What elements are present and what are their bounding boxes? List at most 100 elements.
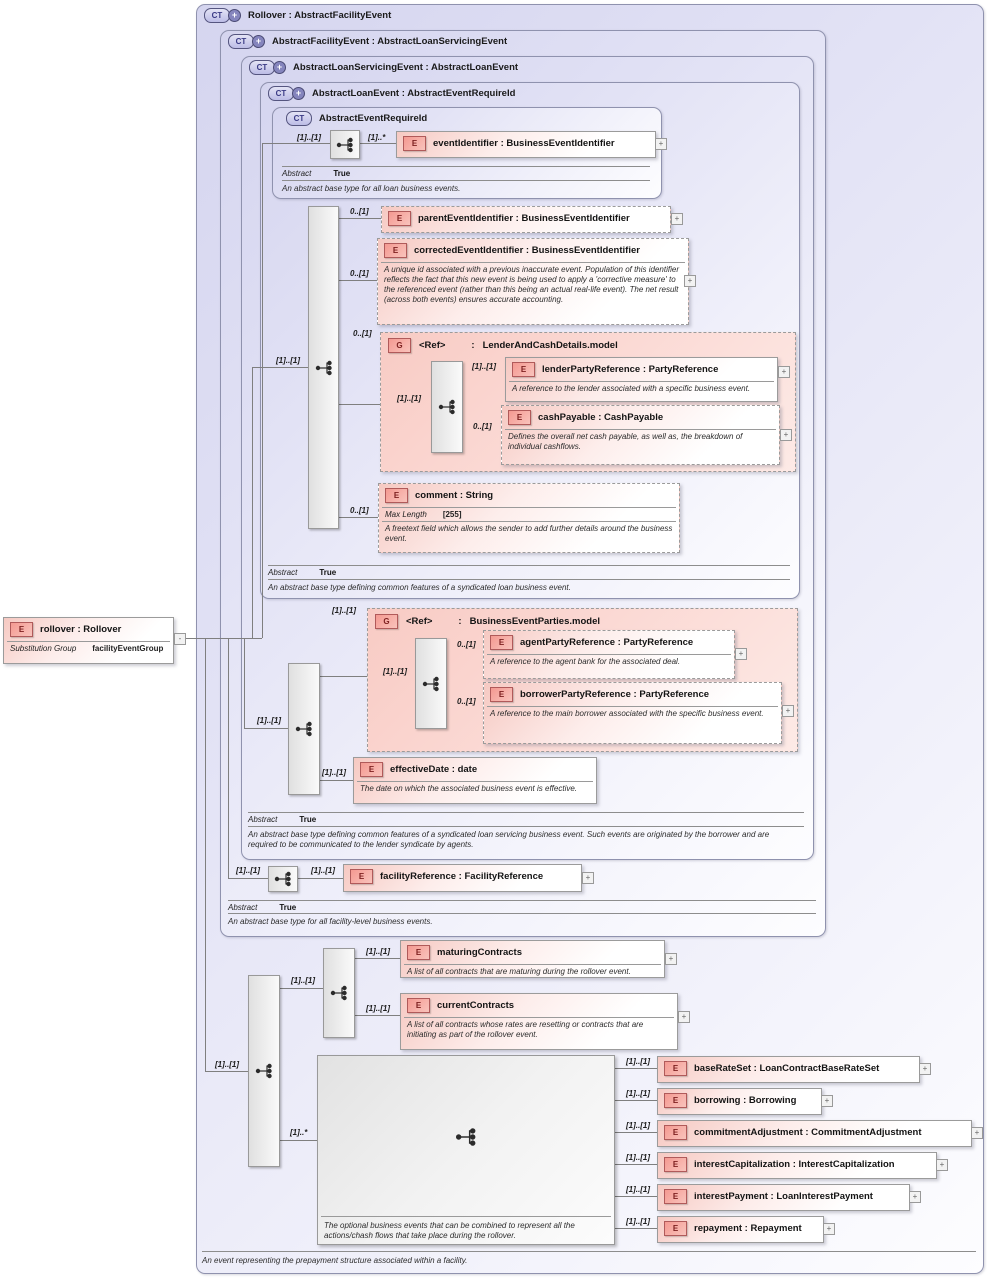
expand-toggle[interactable]: + [582, 872, 594, 884]
divider [282, 166, 650, 167]
sequence-connector[interactable] [431, 361, 463, 453]
element-icon: E [385, 488, 408, 503]
expand-toggle[interactable]: + [909, 1191, 921, 1203]
header-abstract-facility-event[interactable]: CT+ AbstractFacilityEvent : AbstractLoan… [228, 34, 507, 49]
sequence-connector[interactable] [415, 638, 447, 729]
choice-connector[interactable]: The optional business events that can be… [317, 1055, 615, 1245]
expand-toggle[interactable]: + [821, 1095, 833, 1107]
element-description: A list of all contracts whose rates are … [407, 1020, 644, 1039]
connector-line [184, 638, 262, 639]
sequence-connector[interactable] [330, 130, 360, 159]
expand-toggle[interactable]: + [971, 1127, 983, 1139]
container-title: Rollover : AbstractFacilityEvent [248, 10, 392, 21]
element-comment[interactable]: E comment : String Max Length [255] A fr… [378, 483, 680, 553]
sequence-icon [295, 721, 312, 737]
connector-line [318, 780, 353, 781]
complex-type-icon[interactable]: CT [228, 34, 254, 49]
element-parentEventIdentifier[interactable]: E parentEventIdentifier : BusinessEventI… [381, 206, 671, 233]
element-correctedEventIdentifier[interactable]: E correctedEventIdentifier : BusinessEve… [377, 238, 689, 325]
expand-toggle[interactable]: + [735, 648, 747, 660]
cardinality-label: 0..[1] [350, 269, 369, 278]
element-eventIdentifier[interactable]: E eventIdentifier : BusinessEventIdentif… [396, 131, 656, 158]
expand-toggle[interactable]: + [678, 1011, 690, 1023]
element-description: The date on which the associated busines… [360, 784, 578, 793]
group-ref-label: <Ref> [406, 616, 433, 627]
expand-toggle[interactable]: + [684, 275, 696, 287]
expand-toggle[interactable]: + [655, 138, 667, 150]
expand-glyph: + [785, 706, 791, 715]
collapse-toggle[interactable]: - [174, 633, 186, 645]
expand-toggle[interactable]: + [823, 1223, 835, 1235]
sequence-icon [255, 1063, 272, 1079]
sequence-connector[interactable] [308, 206, 339, 529]
element-icon: E [490, 687, 513, 702]
derived-plus-icon: + [292, 87, 305, 100]
sequence-connector[interactable] [248, 975, 280, 1167]
complex-type-icon[interactable]: CT [286, 111, 312, 126]
connector-line [262, 143, 330, 144]
divider [228, 900, 816, 901]
sequence-connector[interactable] [323, 948, 355, 1038]
header-abstract-event-require-id[interactable]: CT AbstractEventRequireId [286, 111, 427, 126]
element-borrowing[interactable]: E borrowing : Borrowing [657, 1088, 822, 1115]
expand-toggle[interactable]: + [936, 1159, 948, 1171]
element-cashPayable[interactable]: E cashPayable : CashPayable Defines the … [501, 405, 780, 465]
element-interestPayment[interactable]: E interestPayment : LoanInterestPayment [657, 1184, 910, 1211]
sequence-icon [315, 360, 332, 375]
expand-toggle[interactable]: + [919, 1063, 931, 1075]
connector-line [252, 367, 308, 368]
element-interestCapitalization[interactable]: E interestCapitalization : InterestCapit… [657, 1152, 937, 1179]
element-lenderPartyReference[interactable]: E lenderPartyReference : PartyReference … [505, 357, 778, 402]
element-repayment[interactable]: E repayment : Repayment [657, 1216, 824, 1243]
expand-toggle[interactable]: + [778, 366, 790, 378]
expand-toggle[interactable]: + [782, 705, 794, 717]
complex-type-icon[interactable]: CT [204, 8, 230, 23]
element-icon: E [664, 1125, 687, 1140]
cardinality-label: [1]..[1] [472, 362, 496, 371]
connector-line [244, 728, 288, 729]
element-baseRateSet[interactable]: E baseRateSet : LoanContractBaseRateSet [657, 1056, 920, 1083]
header-abstract-loan-event[interactable]: CT+ AbstractLoanEvent : AbstractEventReq… [268, 86, 515, 101]
element-borrowerPartyReference[interactable]: E borrowerPartyReference : PartyReferenc… [483, 682, 782, 744]
substitution-group-value: facilityEventGroup [92, 644, 164, 653]
sequence-connector[interactable] [288, 663, 320, 795]
expand-toggle[interactable]: + [780, 429, 792, 441]
connector-line [205, 638, 206, 1071]
element-rollover[interactable]: E rollover : Rollover Substitution Group… [3, 617, 174, 664]
element-facilityReference[interactable]: E facilityReference : FacilityReference [343, 864, 582, 892]
element-title: baseRateSet : LoanContractBaseRateSet [694, 1063, 880, 1074]
header-abstract-loan-servicing-event[interactable]: CT+ AbstractLoanServicingEvent : Abstrac… [249, 60, 518, 75]
choice-icon [455, 1128, 476, 1146]
element-title: maturingContracts [437, 947, 522, 958]
element-currentContracts[interactable]: E currentContracts A list of all contrac… [400, 993, 678, 1050]
element-maturingContracts[interactable]: E maturingContracts A list of all contra… [400, 940, 665, 978]
expand-glyph: + [738, 649, 744, 658]
expand-glyph: + [939, 1160, 945, 1169]
cardinality-label: [1]..[1] [626, 1121, 650, 1130]
group-ref-label: <Ref> [419, 340, 446, 351]
header-rollover[interactable]: CT+ Rollover : AbstractFacilityEvent [204, 8, 391, 23]
element-title: repayment : Repayment [694, 1223, 802, 1234]
complex-type-icon[interactable]: CT [249, 60, 275, 75]
element-effectiveDate[interactable]: E effectiveDate : date The date on which… [353, 757, 597, 804]
cardinality-label: [1]..* [368, 133, 386, 142]
sequence-icon [330, 985, 347, 1001]
element-commitmentAdjustment[interactable]: E commitmentAdjustment : CommitmentAdjus… [657, 1120, 972, 1147]
sequence-connector[interactable] [268, 866, 298, 892]
cardinality-label: [1]..[1] [297, 133, 321, 142]
group-type-label: BusinessEventParties.model [469, 616, 600, 627]
cardinality-label: [1]..* [290, 1128, 308, 1137]
element-description: A reference to the lender associated wit… [512, 384, 751, 393]
sequence-icon [438, 399, 455, 415]
cardinality-label: [1]..[1] [322, 768, 346, 777]
cardinality-label: 0..[1] [457, 640, 476, 649]
cardinality-label: 0..[1] [350, 506, 369, 515]
expand-toggle[interactable]: + [671, 213, 683, 225]
complex-type-icon[interactable]: CT [268, 86, 294, 101]
cardinality-label: 0..[1] [473, 422, 492, 431]
substitution-group-label: Substitution Group [10, 644, 77, 653]
expand-toggle[interactable]: + [665, 953, 677, 965]
element-agentPartyReference[interactable]: E agentPartyReference : PartyReference A… [483, 630, 735, 679]
